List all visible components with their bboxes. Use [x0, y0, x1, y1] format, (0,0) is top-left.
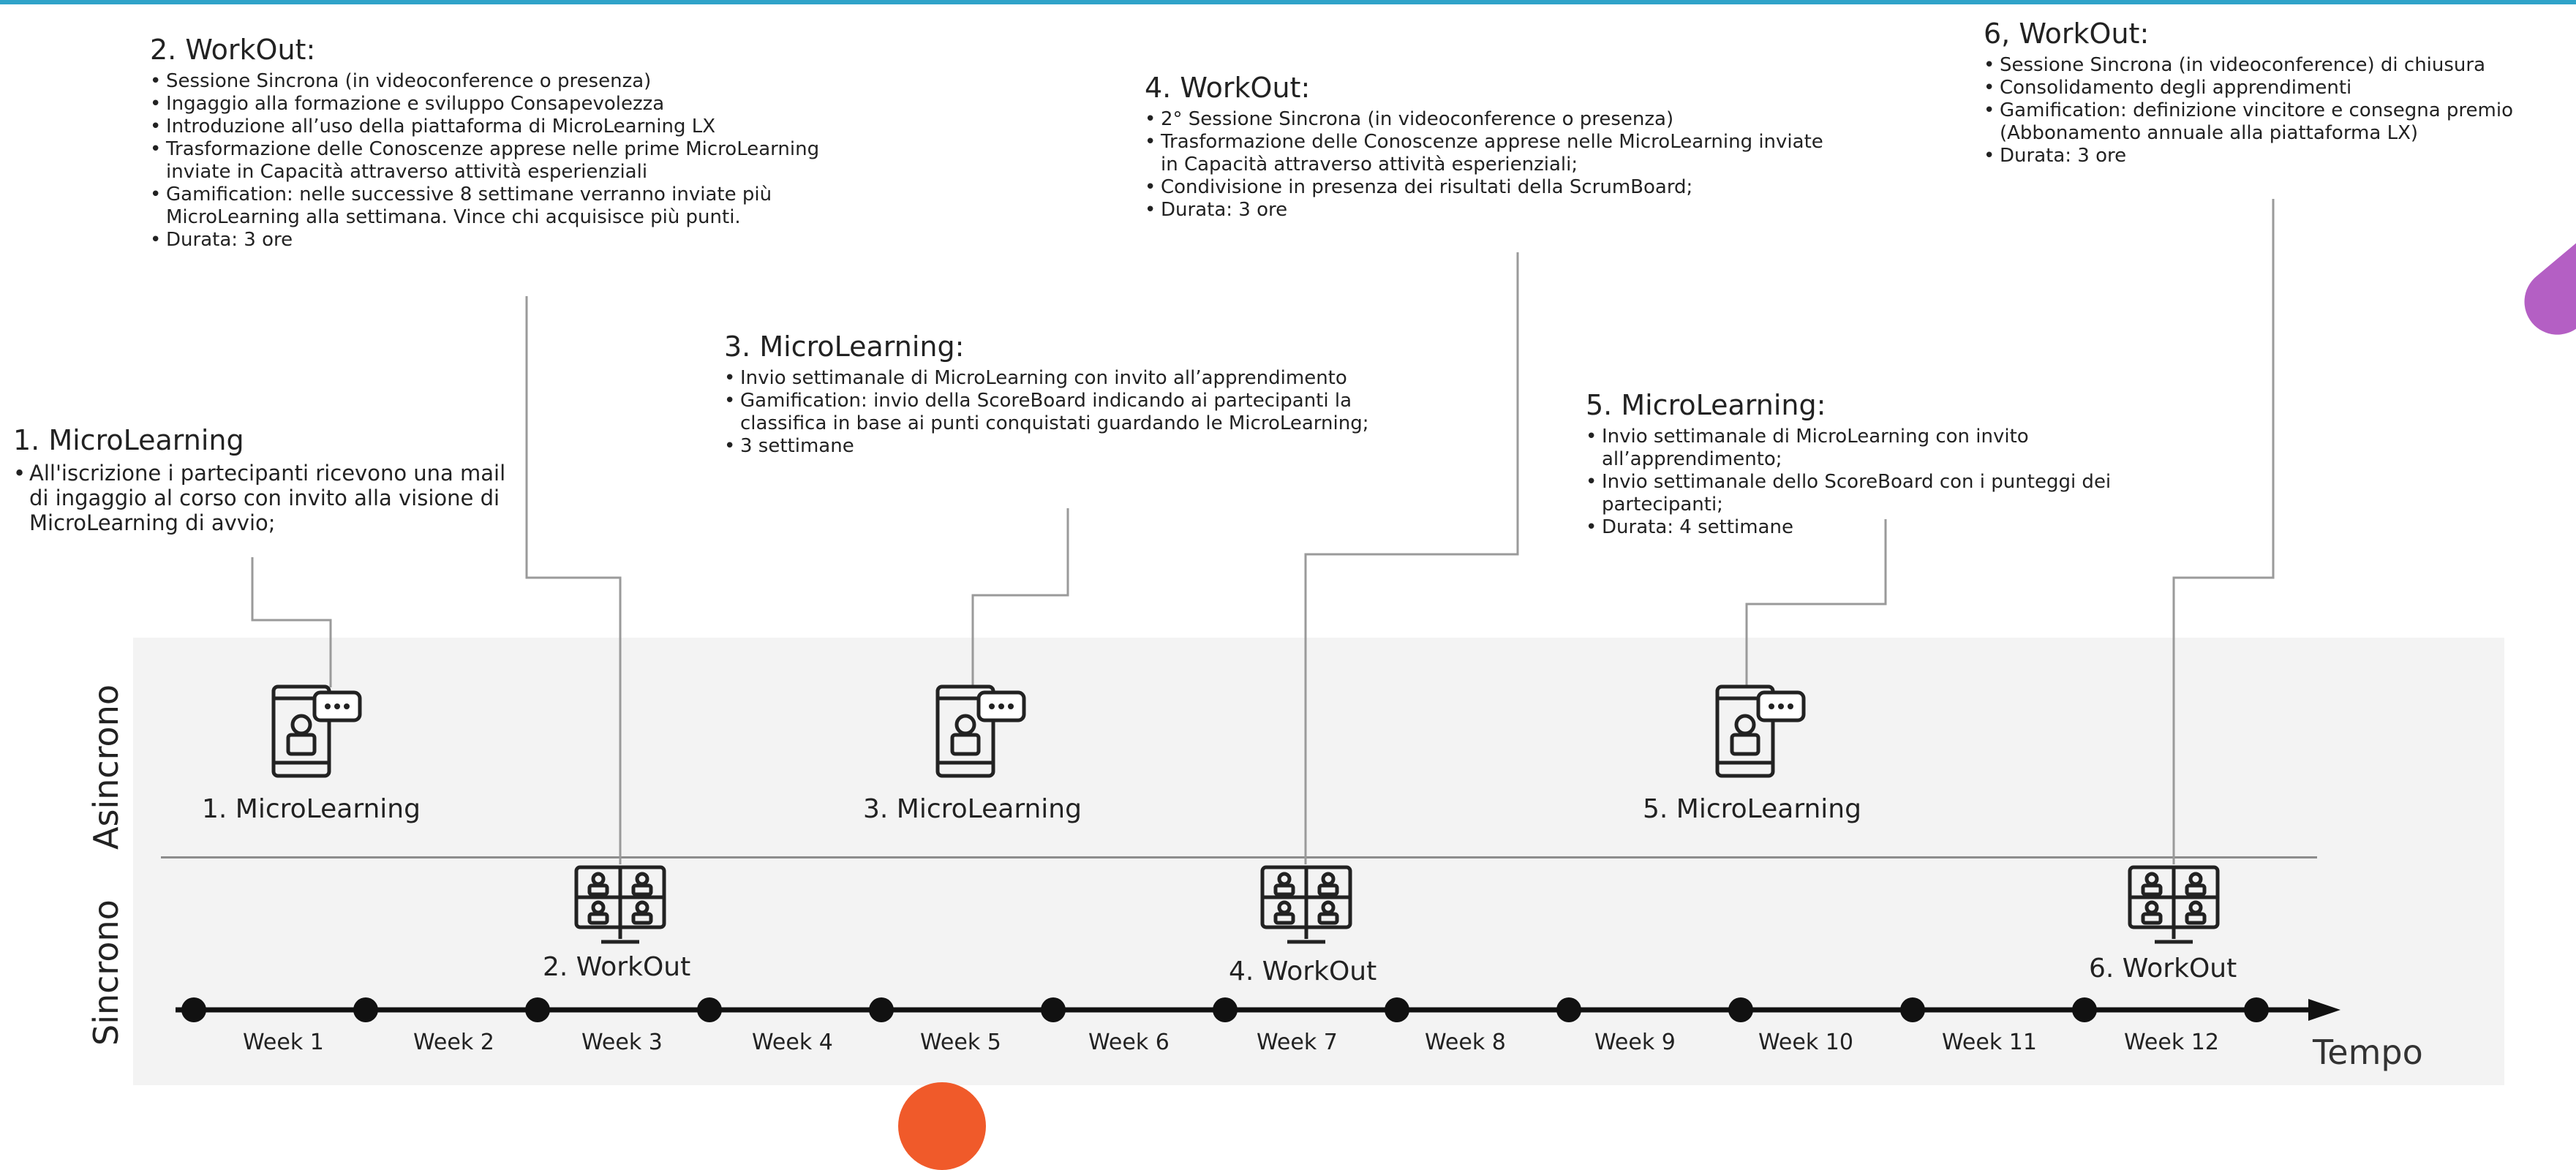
icon-label-workout-2: 2. WorkOut: [543, 952, 691, 982]
block-bullet: Invio settimanale di MicroLearning con i…: [724, 367, 1426, 390]
connector-lines: [251, 199, 2275, 864]
orange-decoration: [898, 1082, 986, 1170]
week-label: Week 7: [1257, 1030, 1338, 1055]
block-bullet: Durata: 3 ore: [150, 229, 889, 252]
week-marker: [697, 997, 722, 1022]
timeline-axis: [176, 997, 2340, 1022]
week-marker: [2072, 997, 2097, 1022]
block-bullet: Consolidamento degli apprendimenti: [1984, 77, 2569, 99]
block-3-microlearning: 3. MicroLearning: Invio settimanale di M…: [724, 331, 1426, 458]
week-label: Week 2: [413, 1030, 494, 1055]
block-bullet: Durata: 4 settimane: [1586, 516, 2215, 539]
connector-2: [525, 296, 622, 864]
block-title: 6, WorkOut:: [1984, 18, 2150, 50]
week-marker: [353, 997, 378, 1022]
block-bullet: Trasformazione delle Conoscenze apprese …: [150, 138, 889, 184]
icon-label-workout-4: 4. WorkOut: [1229, 956, 1377, 986]
week-label: Week 1: [243, 1030, 324, 1055]
week-label: Week 12: [2124, 1030, 2219, 1055]
block-bullet: Introduzione all’uso della piattaforma d…: [150, 116, 889, 138]
block-bullet: Ingaggio alla formazione e sviluppo Cons…: [150, 93, 889, 116]
video-conference-icon: [1258, 861, 1355, 948]
block-bullet: Invio settimanale di MicroLearning con i…: [1586, 426, 2215, 471]
week-label: Week 9: [1594, 1030, 1676, 1055]
block-bullet: All'iscrizione i partecipanti ricevono u…: [13, 461, 511, 535]
week-marker: [869, 997, 894, 1022]
block-title: 3. MicroLearning:: [724, 331, 965, 363]
icon-label-microlearning-3: 3. MicroLearning: [863, 794, 1082, 824]
block-bullet: Trasformazione delle Conoscenze apprese …: [1145, 131, 1839, 176]
block-bullet: Invio settimanale dello ScoreBoard con i…: [1586, 471, 2215, 516]
lane-divider: [161, 856, 2317, 858]
block-title: 4. WorkOut:: [1145, 72, 1311, 104]
week-marker: [1213, 997, 1238, 1022]
block-bullet: Sessione Sincrona (in videoconference o …: [150, 70, 889, 93]
week-marker: [1041, 997, 1066, 1022]
week-marker: [1556, 997, 1581, 1022]
block-bullet: Condivisione in presenza dei risultati d…: [1145, 176, 1839, 199]
week-marker: [2244, 997, 2269, 1022]
week-markers: [181, 997, 2269, 1022]
block-6-workout: 6, WorkOut: Sessione Sincrona (in videoc…: [1984, 18, 2569, 167]
phone-chat-icon: [269, 684, 364, 779]
top-accent-line: [0, 0, 2576, 4]
week-label: Week 4: [752, 1030, 833, 1055]
timeline-arrowhead: [2308, 999, 2340, 1021]
phone-chat-icon: [1713, 684, 1808, 779]
week-label: Week 8: [1425, 1030, 1506, 1055]
block-title: 2. WorkOut:: [150, 34, 316, 66]
block-bullet: Sessione Sincrona (in videoconference) d…: [1984, 54, 2569, 77]
block-bullet: Gamification: invio della ScoreBoard ind…: [724, 390, 1426, 435]
block-bullet: Durata: 3 ore: [1145, 199, 1839, 222]
week-label: Week 10: [1758, 1030, 1853, 1055]
icon-label-microlearning-1: 1. MicroLearning: [202, 794, 421, 824]
week-marker: [1728, 997, 1753, 1022]
connector-6: [2172, 199, 2275, 864]
connector-5: [1745, 519, 1887, 687]
connector-4: [1304, 252, 1519, 864]
connector-3: [971, 508, 1069, 687]
axis-label-tempo: Tempo: [2313, 1033, 2423, 1072]
block-4-workout: 4. WorkOut: 2° Sessione Sincrona (in vid…: [1145, 72, 1839, 222]
block-1-microlearning: 1. MicroLearning All'iscrizione i partec…: [13, 424, 511, 535]
block-title: 5. MicroLearning:: [1586, 389, 1826, 421]
video-conference-icon: [572, 861, 669, 948]
week-label: Week 11: [1942, 1030, 2037, 1055]
week-marker: [525, 997, 550, 1022]
block-2-workout: 2. WorkOut: Sessione Sincrona (in videoc…: [150, 34, 889, 252]
video-conference-icon: [2125, 861, 2222, 948]
phone-chat-icon: [933, 684, 1028, 779]
week-marker: [1385, 997, 1409, 1022]
week-marker: [1900, 997, 1925, 1022]
week-label: Week 3: [581, 1030, 663, 1055]
icon-label-workout-6: 6. WorkOut: [2089, 954, 2237, 984]
block-bullet: Gamification: definizione vincitore e co…: [1984, 99, 2569, 145]
week-marker: [181, 997, 206, 1022]
block-5-microlearning: 5. MicroLearning: Invio settimanale di M…: [1586, 389, 2215, 539]
week-label: Week 6: [1088, 1030, 1170, 1055]
connector-1: [251, 557, 332, 687]
block-bullet: 3 settimane: [724, 435, 1426, 458]
block-bullet: 2° Sessione Sincrona (in videoconference…: [1145, 108, 1839, 131]
week-label: Week 5: [920, 1030, 1001, 1055]
block-bullet: Gamification: nelle successive 8 settima…: [150, 184, 889, 229]
block-title: 1. MicroLearning: [13, 424, 244, 456]
block-bullet: Durata: 3 ore: [1984, 145, 2569, 167]
icon-label-microlearning-5: 5. MicroLearning: [1643, 794, 1861, 824]
